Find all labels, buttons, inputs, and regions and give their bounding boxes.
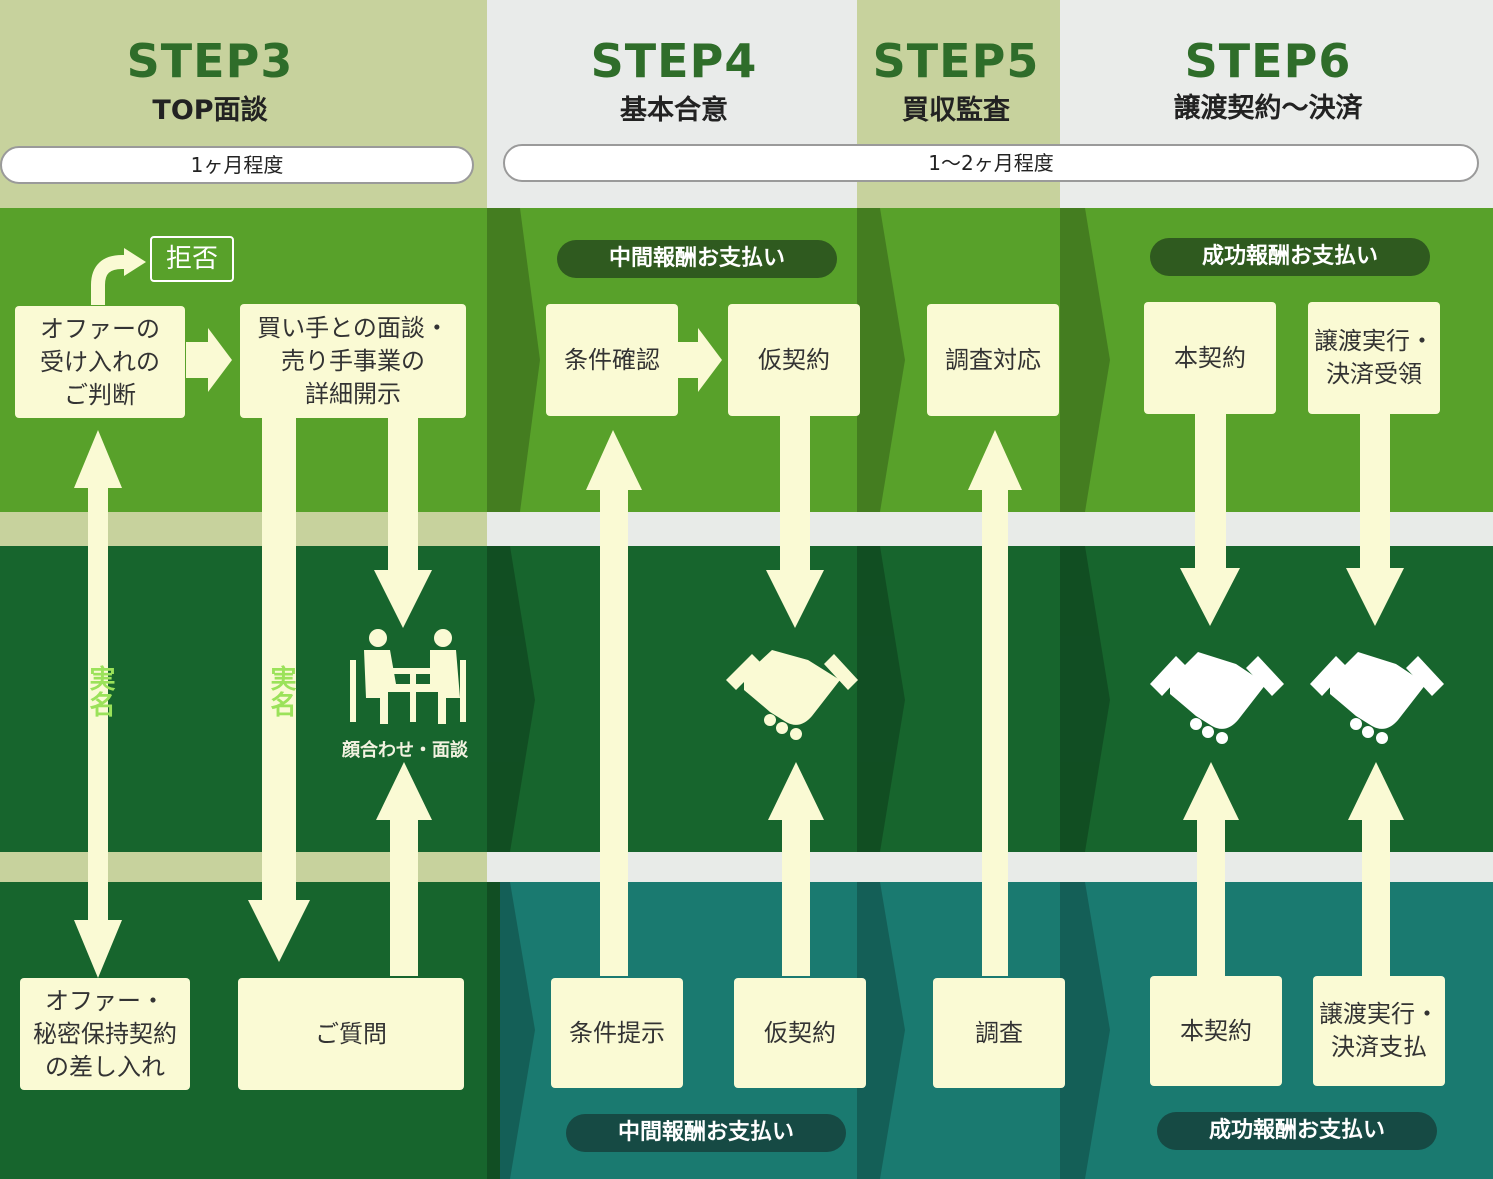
card-offer-judgement: オファーの 受け入れの ご判断 <box>15 306 185 418</box>
card-provisional-contract-top: 仮契約 <box>728 304 860 416</box>
card-transfer-payment: 譲渡実行・ 決済支払 <box>1313 976 1445 1086</box>
interim-payment-top: 中間報酬お支払い <box>557 240 837 278</box>
arrow-real-name-1 <box>74 430 122 978</box>
step3-title: STEP3 <box>126 34 294 88</box>
card-main-contract-top: 本契約 <box>1144 302 1276 414</box>
card-transfer-receipt: 譲渡実行・ 決済受領 <box>1308 302 1440 414</box>
card-question: ご質問 <box>238 978 464 1090</box>
card-offer-nda: オファー・ 秘密保持契約 の差し入れ <box>20 978 190 1090</box>
arrow-to-handshake-2 <box>1180 414 1240 626</box>
interim-payment-bottom: 中間報酬お支払い <box>566 1114 846 1152</box>
step5-title: STEP5 <box>872 34 1040 88</box>
duration-step4-6: 1〜2ヶ月程度 <box>503 144 1479 182</box>
reject-arrow <box>91 248 146 305</box>
card-provisional-contract-bottom: 仮契約 <box>734 978 866 1088</box>
arrow-from-transfer <box>1348 762 1404 976</box>
meeting-caption: 顔合わせ・面談 <box>342 740 468 761</box>
card-investigation: 調査 <box>933 978 1065 1088</box>
handshake-icon-2 <box>1150 652 1284 744</box>
reject-label: 拒否 <box>150 236 234 282</box>
arrow-to-handshake-3 <box>1346 414 1404 626</box>
handshake-icon <box>726 650 858 740</box>
card-investigation-response: 調査対応 <box>927 304 1059 416</box>
step6-name: 譲渡契約〜決済 <box>1173 93 1363 124</box>
arrow-investigation <box>968 430 1022 976</box>
arrow-to-handshake-1 <box>766 416 824 628</box>
arrow-to-meeting <box>374 418 432 628</box>
arrow-from-main-contract <box>1183 762 1239 976</box>
step6-title: STEP6 <box>1184 34 1352 88</box>
step4-name: 基本合意 <box>620 95 728 126</box>
arrow-to-question <box>248 418 310 962</box>
meeting-icon <box>350 629 466 724</box>
card-interview-disclosure: 買い手との面談・ 売り手事業の 詳細開示 <box>240 304 466 418</box>
card-condition-offer: 条件提示 <box>551 978 683 1088</box>
card-condition-check: 条件確認 <box>546 304 678 416</box>
arrow-from-question <box>376 762 432 976</box>
handshake-icon-3 <box>1310 652 1444 744</box>
band-middle <box>0 546 1493 852</box>
step3-name: TOP面談 <box>152 95 268 126</box>
duration-step3: 1ヶ月程度 <box>0 146 474 184</box>
card-main-contract-bottom: 本契約 <box>1150 976 1282 1086</box>
step4-title: STEP4 <box>590 34 758 88</box>
success-payment-top: 成功報酬お支払い <box>1150 238 1430 276</box>
arrow-from-provisional <box>768 762 824 976</box>
step5-name: 買収監査 <box>902 95 1010 126</box>
arrow-condition-to-provisional <box>678 328 722 392</box>
real-name-label-2: 実名 <box>266 665 296 717</box>
arrow-condition <box>586 430 642 976</box>
arrow-offer-to-interview <box>186 328 232 392</box>
vertical-arrows <box>74 328 1404 978</box>
success-payment-bottom: 成功報酬お支払い <box>1157 1112 1437 1150</box>
real-name-label-1: 実名 <box>85 665 115 717</box>
